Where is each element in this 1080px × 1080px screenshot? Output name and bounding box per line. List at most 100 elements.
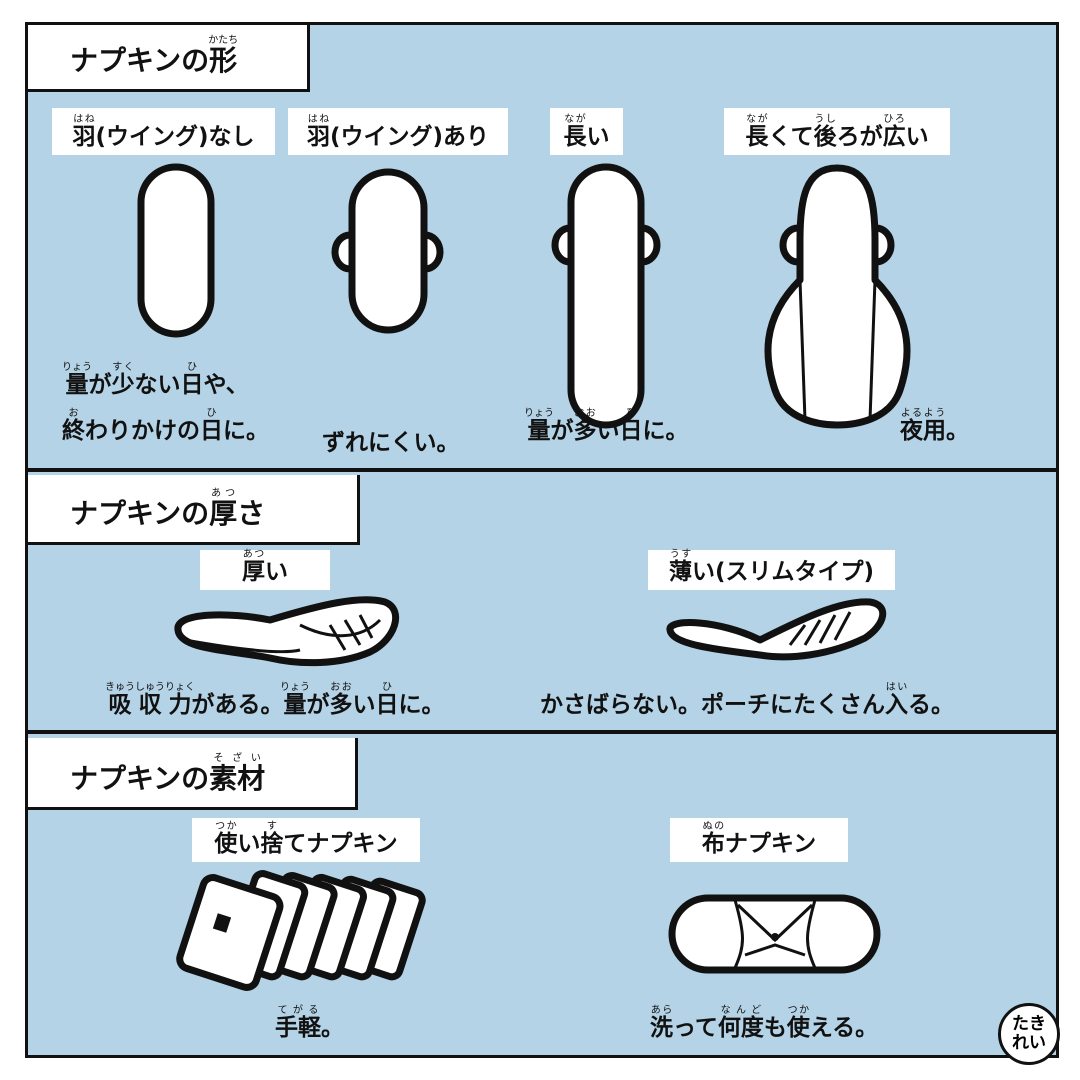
text: 吸収力きゅうしゅうりょくがある。量りょうが多おおい日ひに。: [105, 682, 445, 718]
ruby-base: 量: [280, 692, 310, 718]
furigana: すく: [111, 362, 135, 373]
label-thick: 厚あつい: [200, 549, 330, 590]
text: 長ながくて後うしろが広ひろい: [745, 114, 928, 151]
furigana: りょう: [524, 408, 554, 419]
text: 厚あつい: [242, 549, 288, 586]
ruby-base: 量: [62, 372, 92, 398]
furigana: つか: [214, 821, 238, 832]
ruby-base: 終: [62, 418, 85, 444]
furigana: りょう: [280, 682, 310, 693]
ruby-word: 日ひ: [180, 362, 204, 398]
ruby-word: 多おお: [329, 682, 353, 718]
text: 薄うすい(スリムタイプ): [669, 549, 874, 586]
text-segment: い: [596, 418, 620, 444]
furigana: きゅうしゅうりょく: [105, 682, 195, 693]
caption-heavy-days: 量りょうが多おおい日ひに。: [524, 408, 689, 445]
pad-long-icon: [551, 163, 661, 429]
ruby-word: 使つか: [786, 1005, 810, 1041]
section-title-thickness: ナプキンの厚あつさ: [28, 475, 360, 545]
ruby-base: 後: [813, 124, 837, 150]
ruby-base: 多: [329, 692, 353, 718]
ruby-word: 形かたち: [208, 35, 238, 77]
text-segment: ない: [134, 372, 181, 398]
ruby-base: 捨: [260, 831, 284, 857]
section-title-material: ナプキンの素材そざい: [28, 738, 358, 810]
ruby-base: 布: [701, 831, 725, 857]
text: 羽はね(ウイング)なし: [72, 114, 254, 151]
ruby-word: 広ひろ: [883, 114, 906, 150]
text-segment: が: [88, 372, 112, 398]
furigana: おお: [329, 682, 353, 693]
caption-cloth: 洗あらって何度なんども使つかえる。: [650, 1005, 878, 1042]
ruby-base: 日: [180, 372, 204, 398]
text-segment: って: [673, 1015, 718, 1041]
text-segment: に。: [398, 692, 445, 718]
ruby-base: 薄: [668, 559, 692, 585]
ruby-base: 厚: [242, 559, 265, 585]
ruby-word: 長なが: [564, 114, 587, 150]
furigana: ぬの: [701, 821, 725, 832]
text: 洗あらって何度なんども使つかえる。: [650, 1005, 878, 1041]
furigana: はね: [306, 114, 330, 125]
ruby-word: 量りょう: [280, 682, 310, 718]
ruby-base: 素材: [209, 762, 266, 795]
text: 羽はね(ウイング)あり: [307, 114, 489, 151]
furigana: そざい: [209, 753, 266, 764]
text-segment: が: [306, 692, 330, 718]
text-segment: (ウイング)なし: [95, 124, 255, 150]
ruby-word: 後うし: [813, 114, 837, 150]
ruby-base: 洗: [650, 1015, 673, 1041]
ruby-base: 少: [111, 372, 135, 398]
text: ナプキンの形かたち: [70, 35, 238, 79]
logo-line-2: れい: [1012, 1033, 1046, 1053]
text-segment: い: [586, 124, 610, 150]
ruby-base: 使: [786, 1015, 810, 1041]
text-segment: (ウイング)あり: [329, 124, 490, 150]
ruby-base: 吸収力: [105, 692, 195, 718]
ruby-word: 夜用よるよう: [900, 408, 946, 444]
text: 使つかい捨すてナプキン: [214, 821, 397, 858]
furigana: ひろ: [882, 114, 906, 125]
ruby-word: 布ぬの: [701, 821, 725, 857]
furigana: はい: [885, 682, 908, 693]
text: かさばらない。ポーチにたくさん入はいる。: [540, 682, 954, 718]
text: ナプキンの素材そざい: [70, 753, 265, 797]
text-segment: てナプキン: [283, 831, 398, 857]
label-no-wings: 羽はね(ウイング)なし: [52, 108, 275, 155]
furigana: ひ: [375, 682, 399, 693]
section-thickness: [25, 472, 1059, 734]
text: 長ながい: [564, 114, 610, 151]
text: ずれにくい。: [322, 430, 460, 456]
furigana: なんど: [717, 1005, 764, 1016]
ruby-word: 羽はね: [307, 114, 330, 150]
ruby-word: 薄うす: [668, 549, 692, 585]
ruby-word: 厚あつ: [242, 549, 265, 585]
ruby-base: 何度: [717, 1015, 764, 1041]
ruby-base: 羽: [72, 124, 96, 150]
furigana: りょう: [62, 362, 92, 373]
ruby-word: 使つか: [214, 821, 237, 857]
label-long-wide-back: 長ながくて後うしろが広ひろい: [724, 108, 950, 155]
ruby-word: 少すく: [111, 362, 135, 398]
furigana: す: [260, 821, 284, 832]
caption-ending-days: 終おわりかけの日ひに。: [62, 408, 269, 445]
ruby-word: 日ひ: [200, 408, 223, 444]
text: 終おわりかけの日ひに。: [62, 408, 269, 444]
furigana: はね: [72, 114, 96, 125]
ruby-word: 入はい: [885, 682, 908, 718]
caption-no-slip: ずれにくい。: [322, 423, 460, 457]
text-segment: が: [550, 418, 574, 444]
ruby-word: 日ひ: [375, 682, 399, 718]
ruby-base: 日: [200, 418, 223, 444]
text-segment: ナプキンの: [70, 762, 210, 795]
ruby-word: 量りょう: [62, 362, 92, 398]
cloth-pad-icon: [668, 894, 881, 974]
text-segment: い: [237, 831, 261, 857]
ruby-word: 何度なんど: [717, 1005, 764, 1041]
furigana: なが: [745, 114, 769, 125]
ruby-word: 吸収力きゅうしゅうりょく: [105, 682, 195, 718]
ruby-base: 日: [375, 692, 399, 718]
label-cloth: 布ぬのナプキン: [670, 818, 848, 862]
ruby-base: 手軽: [275, 1015, 321, 1041]
section-shape: [25, 22, 1059, 472]
